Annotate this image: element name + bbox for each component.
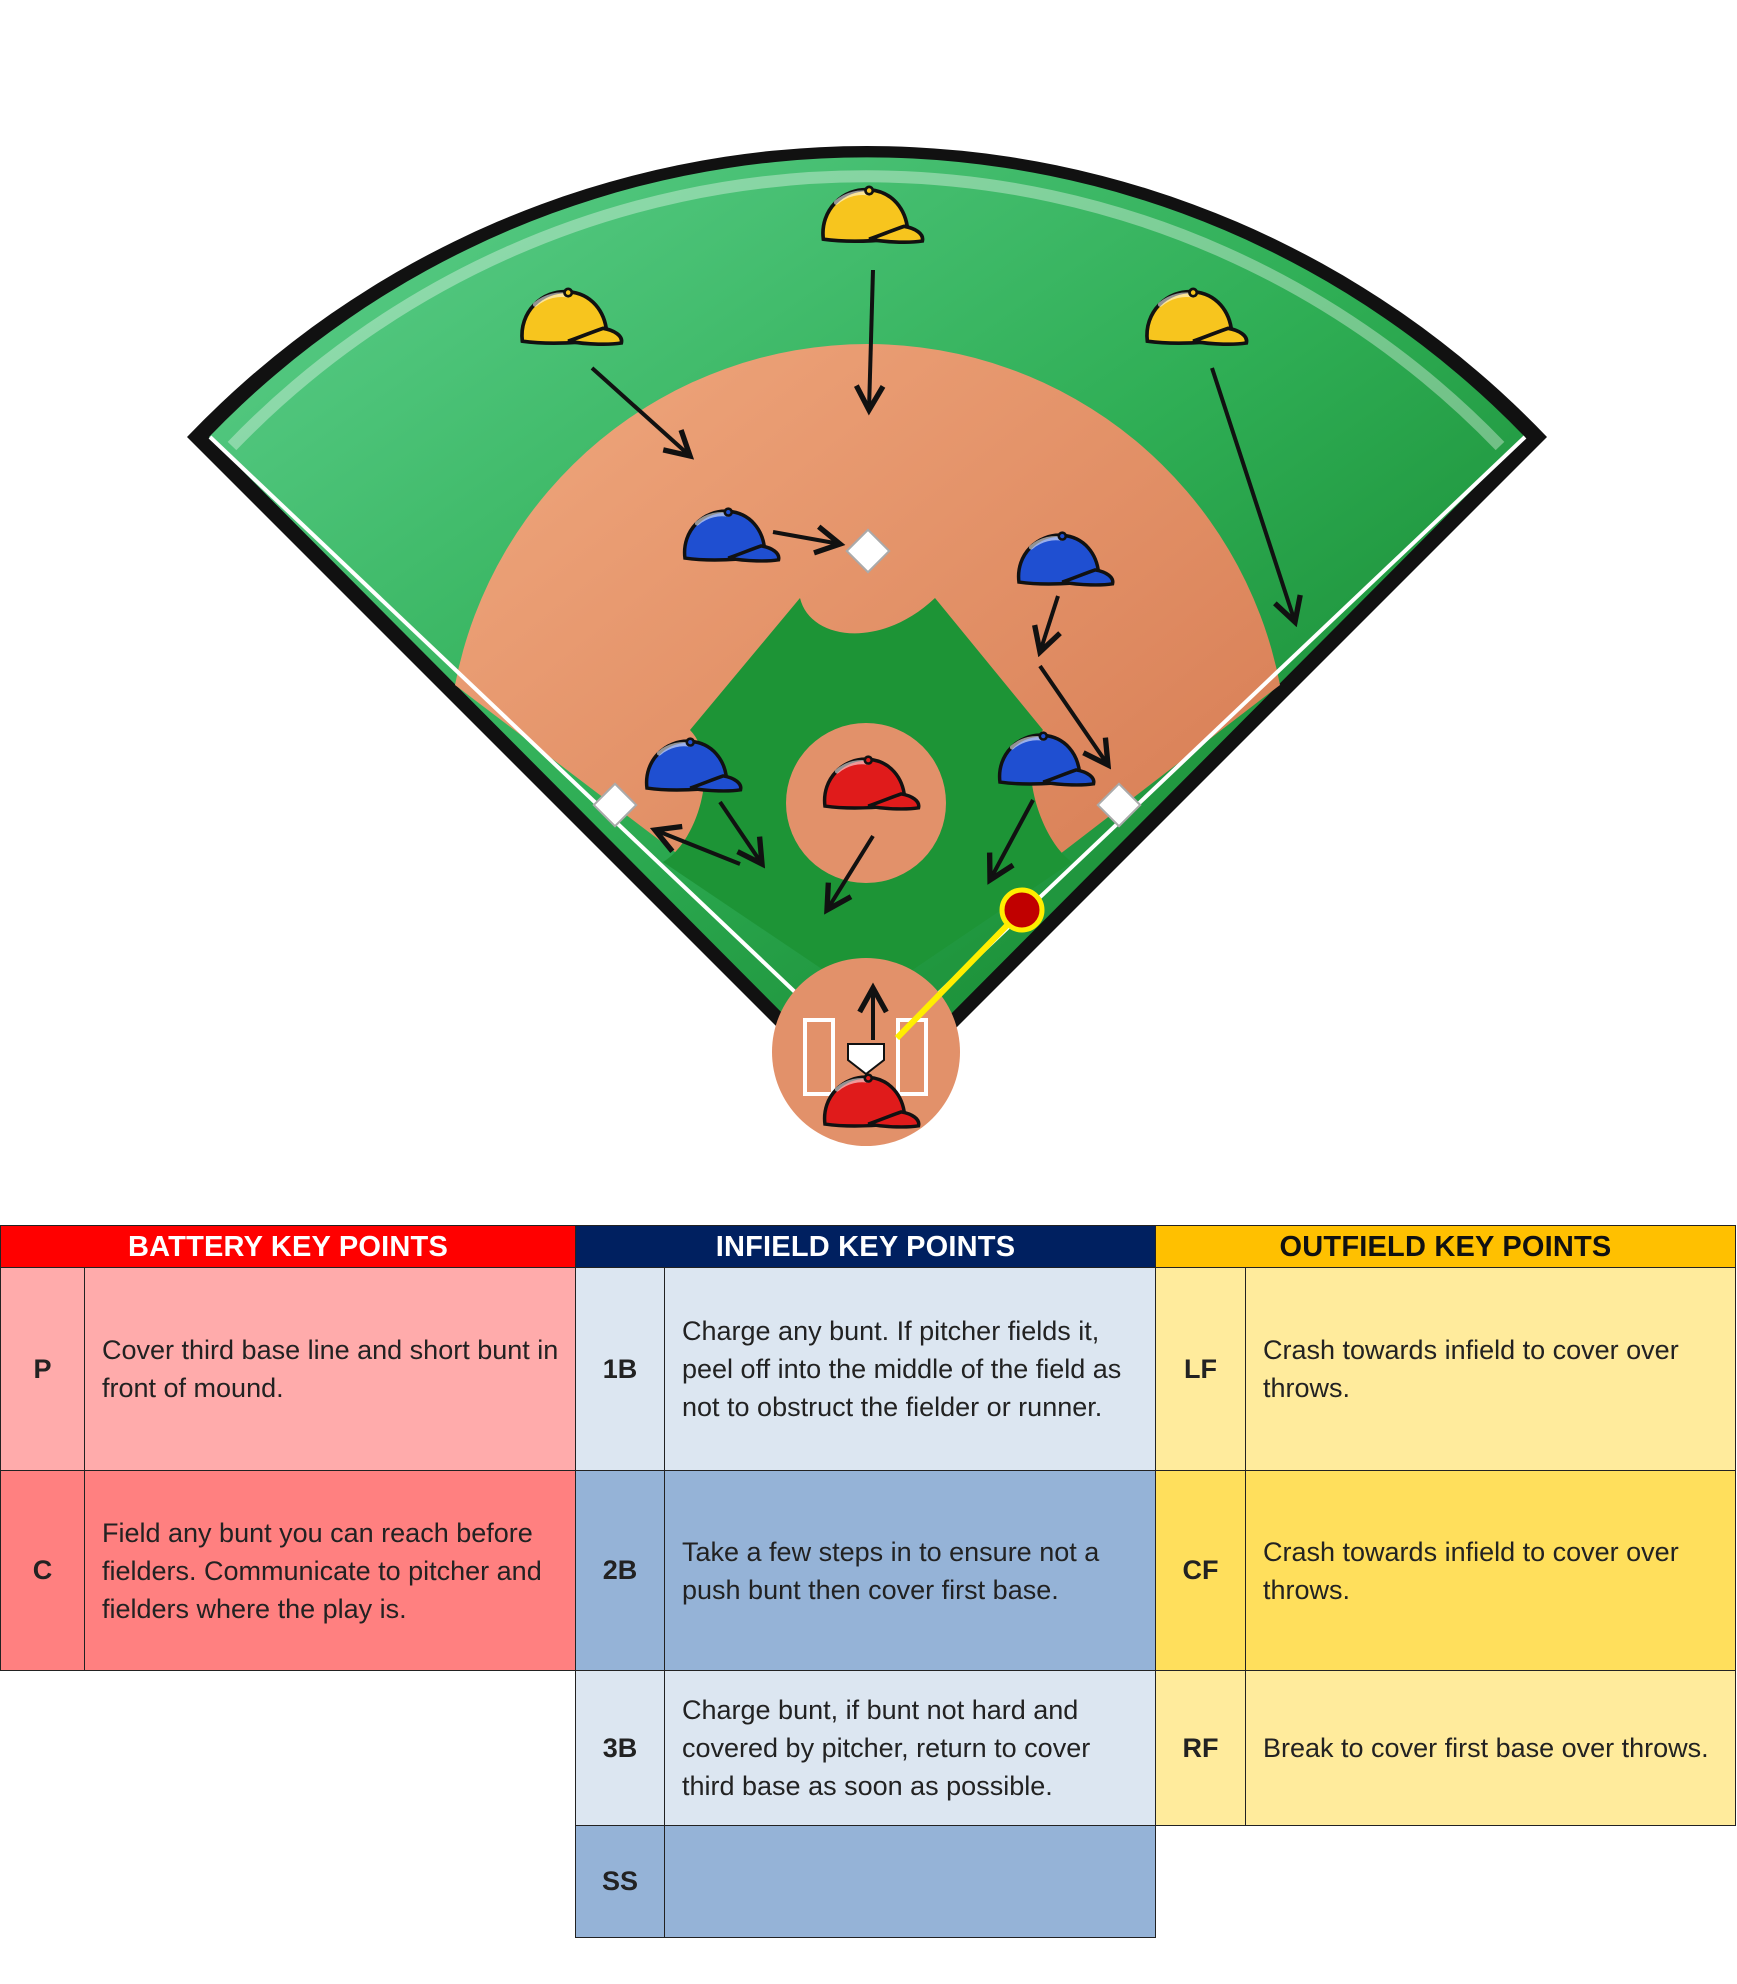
base-icon: [845, 528, 891, 574]
home-plate-icon: [847, 1043, 885, 1076]
base-icon: [592, 782, 638, 828]
battery-key-points: BATTERY KEY POINTS P Cover third base li…: [0, 1225, 576, 1671]
table-row: SS: [575, 1826, 1156, 1938]
position-label: SS: [576, 1826, 665, 1937]
outfield-key-points: OUTFIELD KEY POINTS LF Crash towards inf…: [1155, 1225, 1736, 1826]
position-label: 3B: [576, 1671, 665, 1825]
position-label: 1B: [576, 1268, 665, 1470]
batters-box-left: [803, 1018, 835, 1096]
key-point-text: Cover third base line and short bunt in …: [102, 1335, 559, 1403]
key-point-text: Take a few steps in to ensure not a push…: [682, 1536, 1100, 1605]
base-icon: [1096, 782, 1142, 828]
table-row: LF Crash towards infield to cover over t…: [1155, 1268, 1736, 1471]
table-row: CF Crash towards infield to cover over t…: [1155, 1471, 1736, 1671]
ball-path: [894, 907, 1025, 1041]
position-label: P: [1, 1268, 85, 1470]
position-label: LF: [1156, 1268, 1246, 1470]
baseball-icon: [999, 887, 1045, 933]
infield-key-points: INFIELD KEY POINTS 1B Charge any bunt. I…: [575, 1225, 1156, 1938]
key-point-text: Crash towards infield to cover over thro…: [1263, 1335, 1679, 1403]
key-point-text: Break to cover first base over throws.: [1263, 1733, 1709, 1763]
position-label: 2B: [576, 1471, 665, 1670]
table-row: P Cover third base line and short bunt i…: [0, 1268, 576, 1471]
key-point-text: Field any bunt you can reach before fiel…: [102, 1517, 542, 1624]
key-point-text: [665, 1826, 1155, 1937]
movement-arrows: [590, 269, 1295, 1040]
position-label: C: [1, 1471, 85, 1670]
table-row: 2B Take a few steps in to ensure not a p…: [575, 1471, 1156, 1671]
baseball-field-diagram: [187, 145, 1547, 1146]
table-row: 1B Charge any bunt. If pitcher fields it…: [575, 1268, 1156, 1471]
key-point-text: Charge any bunt. If pitcher fields it, p…: [682, 1316, 1122, 1422]
table-row: RF Break to cover first base over throws…: [1155, 1671, 1736, 1826]
key-point-text: Crash towards infield to cover over thro…: [1263, 1536, 1679, 1605]
position-label: RF: [1156, 1671, 1246, 1825]
table-row: 3B Charge bunt, if bunt not hard and cov…: [575, 1671, 1156, 1826]
infield-header: INFIELD KEY POINTS: [575, 1225, 1156, 1268]
key-point-text: Charge bunt, if bunt not hard and covere…: [682, 1695, 1091, 1801]
position-label: CF: [1156, 1471, 1246, 1670]
outfield-header: OUTFIELD KEY POINTS: [1155, 1225, 1736, 1268]
battery-header: BATTERY KEY POINTS: [0, 1225, 576, 1268]
table-row: C Field any bunt you can reach before fi…: [0, 1471, 576, 1671]
